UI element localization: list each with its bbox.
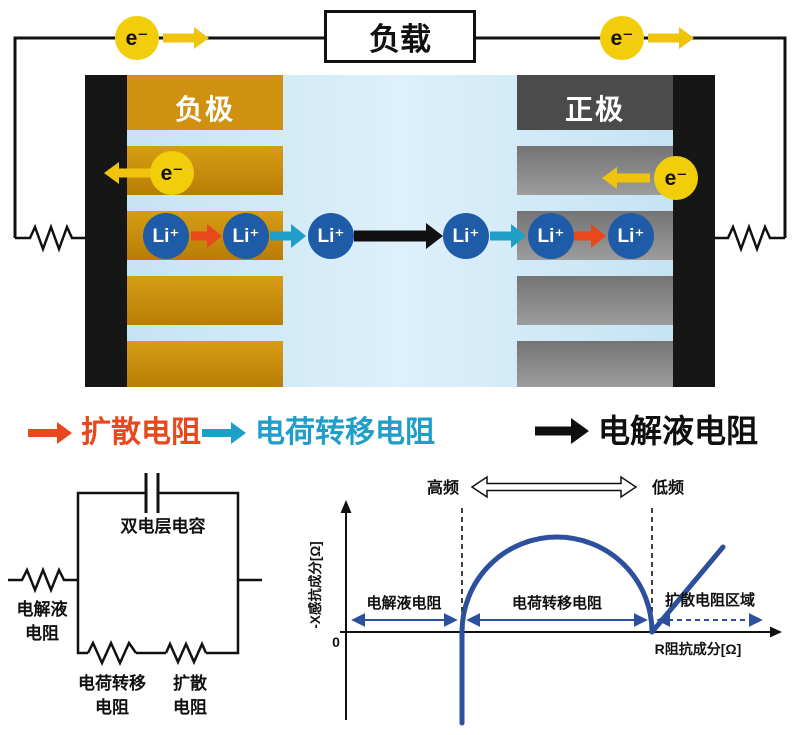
- capacitor-label: 双电层电容: [121, 516, 206, 536]
- diffusion-arrow-right: [574, 224, 606, 248]
- cathode-finger: [517, 146, 673, 195]
- electrolyte-resistor-symbol: [8, 566, 78, 594]
- electron-in-cathode: e⁻: [654, 156, 698, 200]
- anode-finger: [127, 75, 283, 130]
- frequency-direction-arrow: [470, 475, 638, 499]
- external-circuit-wires: [13, 36, 787, 253]
- ion-transport-arrows: [191, 223, 606, 249]
- electrolyte-arrow-center: [354, 223, 443, 249]
- li-ion: Li⁺: [308, 213, 354, 259]
- nyquist-plot: 高频 低频 电解液电阻 电荷转移电阻 扩散电阻区域 0 R阻抗成分[Ω] -X感…: [307, 475, 782, 726]
- left-resistor-symbol: [15, 223, 85, 253]
- right-resistor-symbol: [715, 223, 785, 253]
- charge-transfer-arrow-icon: [202, 422, 246, 444]
- region-label-diffusion: 扩散电阻区域: [665, 591, 755, 609]
- li-ion: Li⁺: [608, 213, 654, 259]
- legend-label-diffusion: 扩散电阻: [81, 416, 201, 449]
- electrolyte-resistor-label-line1: 电解液: [17, 599, 68, 619]
- legend-label-electrolyte: 电解液电阻: [598, 413, 759, 449]
- li-ion: Li⁺: [528, 213, 574, 259]
- electrolyte-arrow-icon: [535, 418, 589, 444]
- charge-transfer-arrow-left: [270, 224, 306, 248]
- low-freq-label: 低频: [651, 478, 684, 497]
- electron-flow-arrows: [104, 27, 694, 189]
- electron-arrow-top-right: [648, 27, 694, 49]
- electron-top-right: e⁻: [600, 16, 644, 60]
- origin-label: 0: [332, 634, 340, 650]
- load-label: 负载: [369, 22, 431, 57]
- anode-finger: [127, 341, 283, 387]
- electron-arrow-cathode: [602, 167, 650, 189]
- charge-transfer-resistor-label-line1: 电荷转移: [78, 673, 146, 693]
- load-box: 负载: [324, 10, 476, 63]
- cathode-finger: [517, 276, 673, 325]
- plot-axes: [340, 512, 770, 720]
- cathode-finger: [517, 75, 673, 130]
- x-axis-label: R阻抗成分[Ω]: [655, 641, 742, 657]
- cathode-current-collector: [673, 75, 715, 387]
- charge-transfer-arrow-right: [490, 224, 526, 248]
- electrolyte-resistor-label-line2: 电阻: [25, 623, 59, 643]
- electron-in-anode: e⁻: [150, 151, 194, 195]
- equivalent-circuit-wires: [8, 473, 262, 667]
- cathode-finger: [517, 341, 673, 387]
- li-ion: Li⁺: [443, 213, 489, 259]
- region-label-charge-transfer: 电荷转移电阻: [512, 594, 602, 612]
- anode-label: 负极: [174, 94, 235, 125]
- high-freq-label: 高频: [427, 478, 459, 497]
- electron-arrow-top-left: [163, 27, 209, 49]
- legend-item-electrolyte: 电解液电阻: [535, 415, 758, 447]
- legend-item-diffusion: 扩散电阻: [28, 418, 201, 448]
- cathode-label: 正极: [564, 94, 625, 125]
- equivalent-circuit-diagram: 双电层电容 电解液 电阻 电荷转移 电阻 扩散 电阻: [8, 473, 262, 717]
- electron-arrow-anode: [104, 162, 152, 184]
- diffusion-arrow-icon: [28, 422, 72, 444]
- diffusion-resistor-symbol: [164, 640, 208, 666]
- region-label-electrolyte: 电解液电阻: [366, 594, 441, 612]
- legend-label-charge-transfer: 电荷转移电阻: [255, 416, 435, 449]
- li-ion: Li⁺: [143, 213, 189, 259]
- electron-top-left: e⁻: [115, 16, 159, 60]
- diffusion-resistor-label-line2: 电阻: [173, 697, 207, 717]
- y-axis-label: -X感抗成分[Ω]: [307, 541, 323, 628]
- anode-current-collector: [85, 75, 127, 387]
- charge-transfer-resistor-symbol: [86, 639, 138, 667]
- y-axis-arrowhead: [340, 500, 352, 513]
- diffusion-arrow-left: [191, 224, 222, 248]
- charge-transfer-resistor-label-line2: 电阻: [95, 697, 129, 717]
- charge-transfer-semicircle: [459, 534, 655, 635]
- diffusion-resistor-label-line1: 扩散: [173, 673, 208, 693]
- legend-item-charge-transfer: 电荷转移电阻: [202, 418, 435, 448]
- anode-finger: [127, 276, 283, 325]
- li-ion: Li⁺: [223, 213, 269, 259]
- x-axis-arrowhead: [770, 626, 782, 638]
